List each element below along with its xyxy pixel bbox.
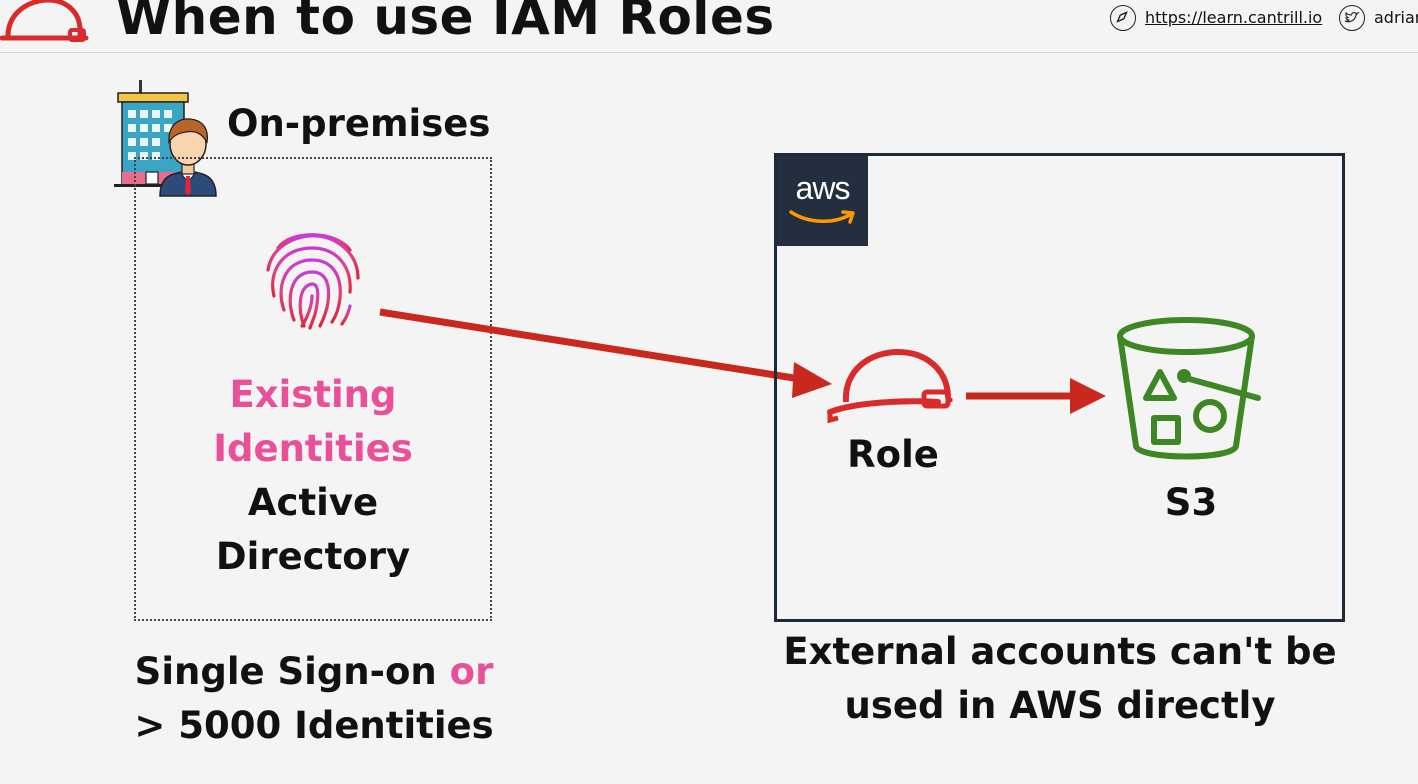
s3-label: S3 xyxy=(1164,481,1218,524)
office-building-icon xyxy=(114,80,192,187)
header-divider xyxy=(0,52,1418,53)
on-premises-label: On-premises xyxy=(227,102,491,145)
page-title: When to use IAM Roles xyxy=(116,0,775,46)
on-premises-boundary xyxy=(134,157,492,621)
compass-icon xyxy=(1110,5,1136,31)
aws-smile-icon xyxy=(789,210,855,224)
on-premises-footer-line1: Single Sign-on or xyxy=(60,650,568,693)
role-label: Role xyxy=(847,433,939,476)
aws-logo-text: aws xyxy=(795,170,851,206)
existing-identities-line2: Identities xyxy=(213,427,413,470)
twitter-icon xyxy=(1339,5,1365,31)
helmet-icon xyxy=(0,0,89,42)
s3-bucket-icon xyxy=(1117,317,1261,460)
on-premises-footer-line2: > 5000 Identities xyxy=(134,704,494,747)
course-link[interactable]: https://learn.cantrill.io xyxy=(1145,8,1323,27)
person-icon xyxy=(159,118,217,197)
aws-footer-line1: External accounts can't be xyxy=(783,630,1337,673)
role-to-s3-arrow xyxy=(966,378,1106,414)
active-directory-line1: Active xyxy=(247,481,379,524)
identity-to-role-arrow xyxy=(379,308,832,398)
active-directory-line2: Directory xyxy=(215,535,411,578)
aws-account-boundary xyxy=(774,153,1345,622)
role-helmet-icon xyxy=(827,348,953,424)
existing-identities-line1: Existing xyxy=(229,373,397,416)
fingerprint-icon xyxy=(266,233,360,330)
aws-footer-line2: used in AWS directly xyxy=(844,684,1276,727)
single-sign-on-text: Single Sign-on xyxy=(134,650,437,693)
or-text: or xyxy=(449,650,494,693)
twitter-handle[interactable]: adrian xyxy=(1374,8,1418,27)
aws-logo: aws xyxy=(777,156,868,246)
